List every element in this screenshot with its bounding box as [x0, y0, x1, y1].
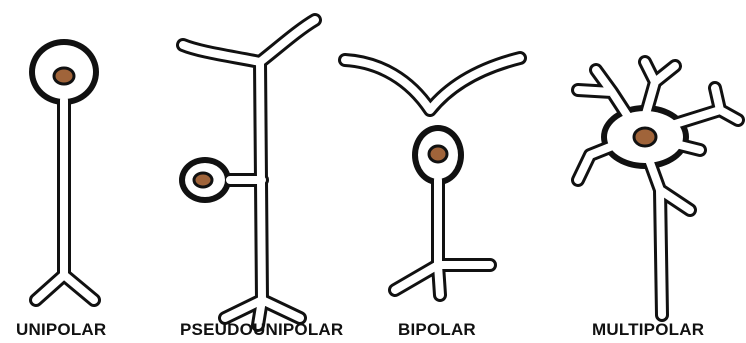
- bipolar-nucleus: [429, 146, 447, 162]
- unipolar-neuron: [29, 39, 99, 300]
- multipolar-neuron: [578, 62, 738, 315]
- bipolar-neuron: [345, 58, 520, 295]
- label-unipolar: UNIPOLAR: [16, 320, 106, 340]
- unipolar-nucleus: [54, 68, 74, 84]
- multipolar-nucleus: [634, 128, 656, 146]
- pseudounipolar-nucleus: [194, 173, 212, 187]
- pseudounipolar-neuron: [179, 20, 315, 325]
- label-pseudounipolar: PSEUDOUNIPOLAR: [180, 320, 343, 340]
- label-multipolar: MULTIPOLAR: [592, 320, 704, 340]
- label-bipolar: BIPOLAR: [398, 320, 476, 340]
